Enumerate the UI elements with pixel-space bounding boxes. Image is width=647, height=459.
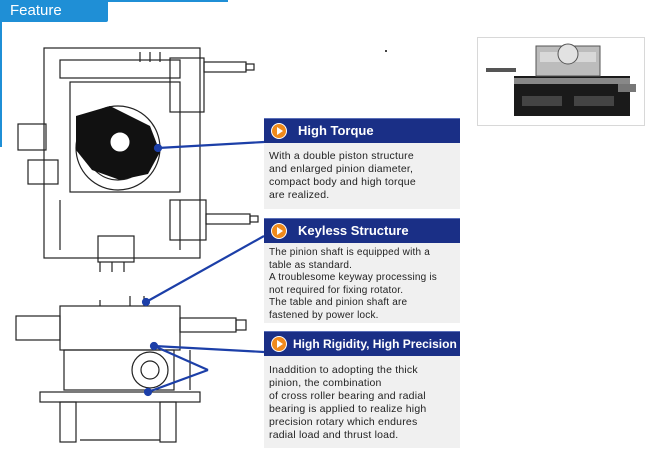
feature-description-keyless-structure: The pinion shaft is equipped with a tabl… bbox=[264, 243, 460, 323]
description-line: are realized. bbox=[269, 189, 330, 201]
description-line: compact body and high torque bbox=[269, 176, 416, 188]
feature-title: High Rigidity, High Precision bbox=[293, 337, 457, 351]
description-line: Inaddition to adopting the thick bbox=[269, 364, 418, 376]
description-line: precision rotary which endures bbox=[269, 416, 418, 428]
section-title: Feature bbox=[10, 2, 62, 19]
arrow-bullet-icon bbox=[271, 223, 287, 239]
description-line: bearing is applied to realize high bbox=[269, 403, 427, 415]
callout-lines bbox=[141, 140, 265, 397]
description-line: The pinion shaft is equipped with a bbox=[269, 247, 430, 258]
feature-header-high-rigidity: High Rigidity, High Precision bbox=[264, 331, 460, 356]
section-tab: Feature bbox=[0, 0, 108, 22]
description-line: of cross roller bearing and radial bbox=[269, 390, 426, 402]
feature-header-high-torque: High Torque bbox=[264, 118, 460, 143]
side-view-drawing bbox=[15, 296, 247, 443]
section-top-rule bbox=[108, 0, 228, 2]
description-line: not required for fixing rotator. bbox=[269, 284, 404, 296]
feature-title: Keyless Structure bbox=[298, 223, 409, 238]
product-photo bbox=[477, 37, 645, 126]
description-line: and enlarged pinion diameter, bbox=[269, 163, 414, 175]
description-line: The table and pinion shaft are bbox=[269, 297, 408, 308]
description-line: table as standard. bbox=[269, 259, 353, 271]
description-line: radial load and thrust load. bbox=[269, 429, 399, 441]
description-line: fastened by power lock. bbox=[269, 309, 379, 321]
description-line: pinion, the combination bbox=[269, 377, 382, 389]
stray-mark bbox=[385, 50, 387, 52]
arrow-bullet-icon bbox=[271, 123, 287, 139]
description-line: With a double piston structure bbox=[269, 150, 414, 162]
feature-title: High Torque bbox=[298, 123, 374, 138]
feature-description-high-rigidity: Inaddition to adopting the thick pinion,… bbox=[264, 356, 460, 448]
section-left-rule bbox=[0, 22, 2, 147]
feature-header-keyless-structure: Keyless Structure bbox=[264, 218, 460, 243]
feature-description-high-torque: With a double piston structure and enlar… bbox=[264, 143, 460, 209]
description-line: A troublesome keyway processing is bbox=[269, 272, 437, 283]
arrow-bullet-icon bbox=[271, 336, 287, 352]
pinion-gear bbox=[109, 131, 131, 153]
